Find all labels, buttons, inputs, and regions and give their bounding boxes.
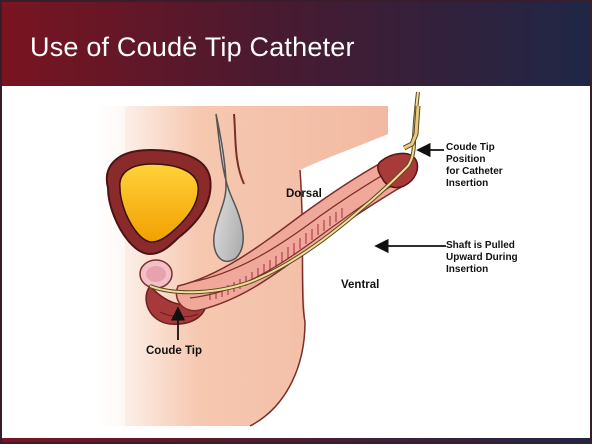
slide-title: Use of Coudė Tip Catheter — [30, 32, 355, 63]
label-line: for Catheter — [446, 166, 503, 178]
label-ventral: Ventral — [341, 279, 379, 291]
label-shaft-pulled: Shaft is Pulled Upward During Insertion — [446, 240, 518, 276]
label-line: Insertion — [446, 264, 518, 276]
label-line: Upward During — [446, 252, 518, 264]
label-dorsal: Dorsal — [286, 188, 322, 200]
label-line: Position — [446, 154, 503, 166]
bottom-accent-strip — [0, 438, 592, 444]
label-coude-tip-position: Coude Tip Position for Catheter Insertio… — [446, 142, 503, 190]
title-bar: Use of Coudė Tip Catheter — [0, 0, 592, 86]
title-divider — [80, 86, 550, 88]
label-coude-tip: Coude Tip — [146, 345, 202, 357]
label-line: Shaft is Pulled — [446, 240, 518, 252]
label-line: Insertion — [446, 178, 503, 190]
label-line: Coude Tip — [446, 142, 503, 154]
